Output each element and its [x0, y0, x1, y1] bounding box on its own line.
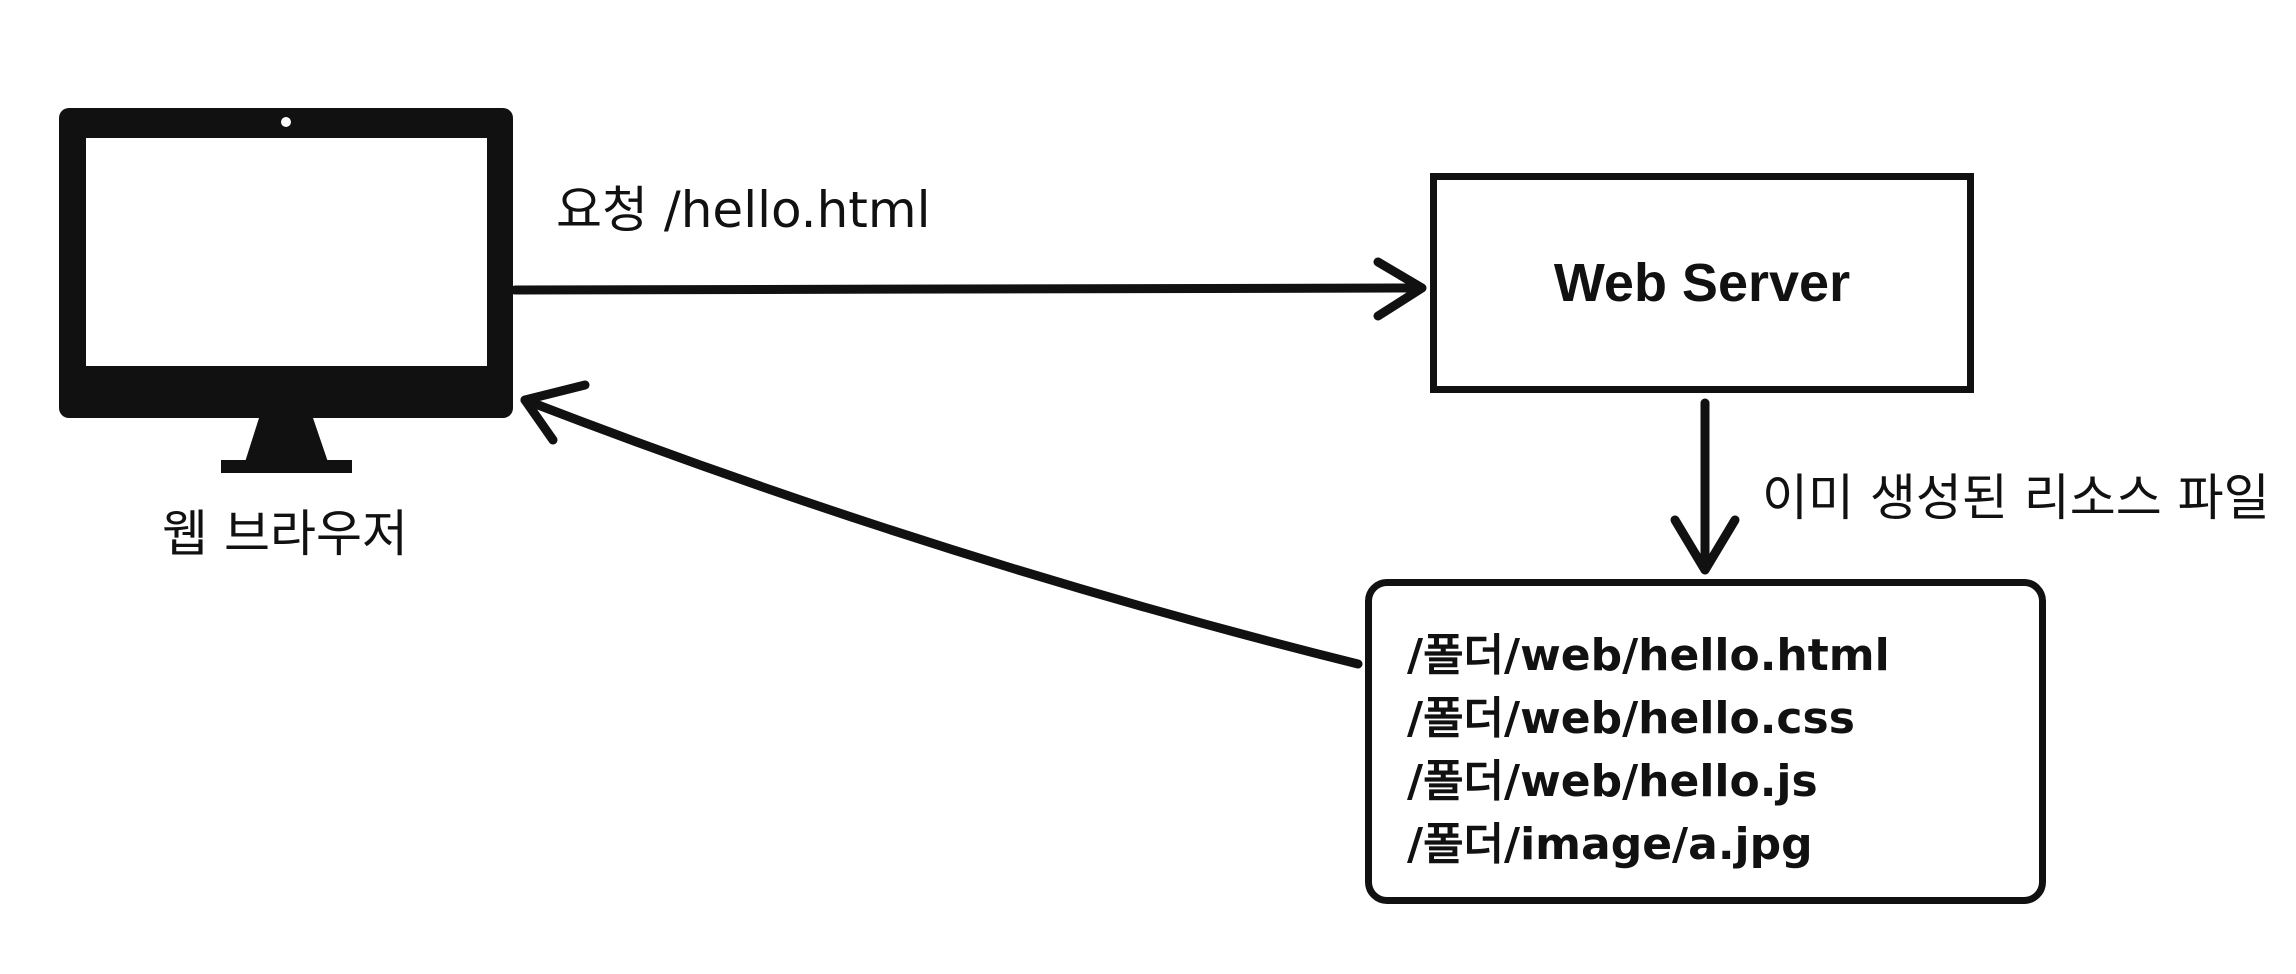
file-path: /폴더/web/hello.html [1407, 630, 1890, 681]
file-path: /폴더/image/a.jpg [1407, 819, 1813, 870]
response-arrow [520, 380, 1363, 669]
resource-files-box: /폴더/web/hello.html /폴더/web/hello.css /폴더… [1365, 579, 2046, 904]
monitor-icon [59, 108, 513, 473]
file-path: /폴더/web/hello.css [1407, 693, 1855, 744]
request-label: 요청 /hello.html [556, 181, 931, 239]
resource-label: 이미 생성된 리소스 파일 [1762, 469, 2270, 527]
file-path: /폴더/web/hello.js [1407, 756, 1818, 807]
web-server-box: Web Server [1430, 173, 1974, 393]
web-server-title: Web Server [1553, 253, 1851, 313]
resource-arrow [1670, 398, 1740, 575]
browser-caption: 웹 브라우저 [162, 505, 408, 563]
request-arrow [510, 257, 1427, 321]
